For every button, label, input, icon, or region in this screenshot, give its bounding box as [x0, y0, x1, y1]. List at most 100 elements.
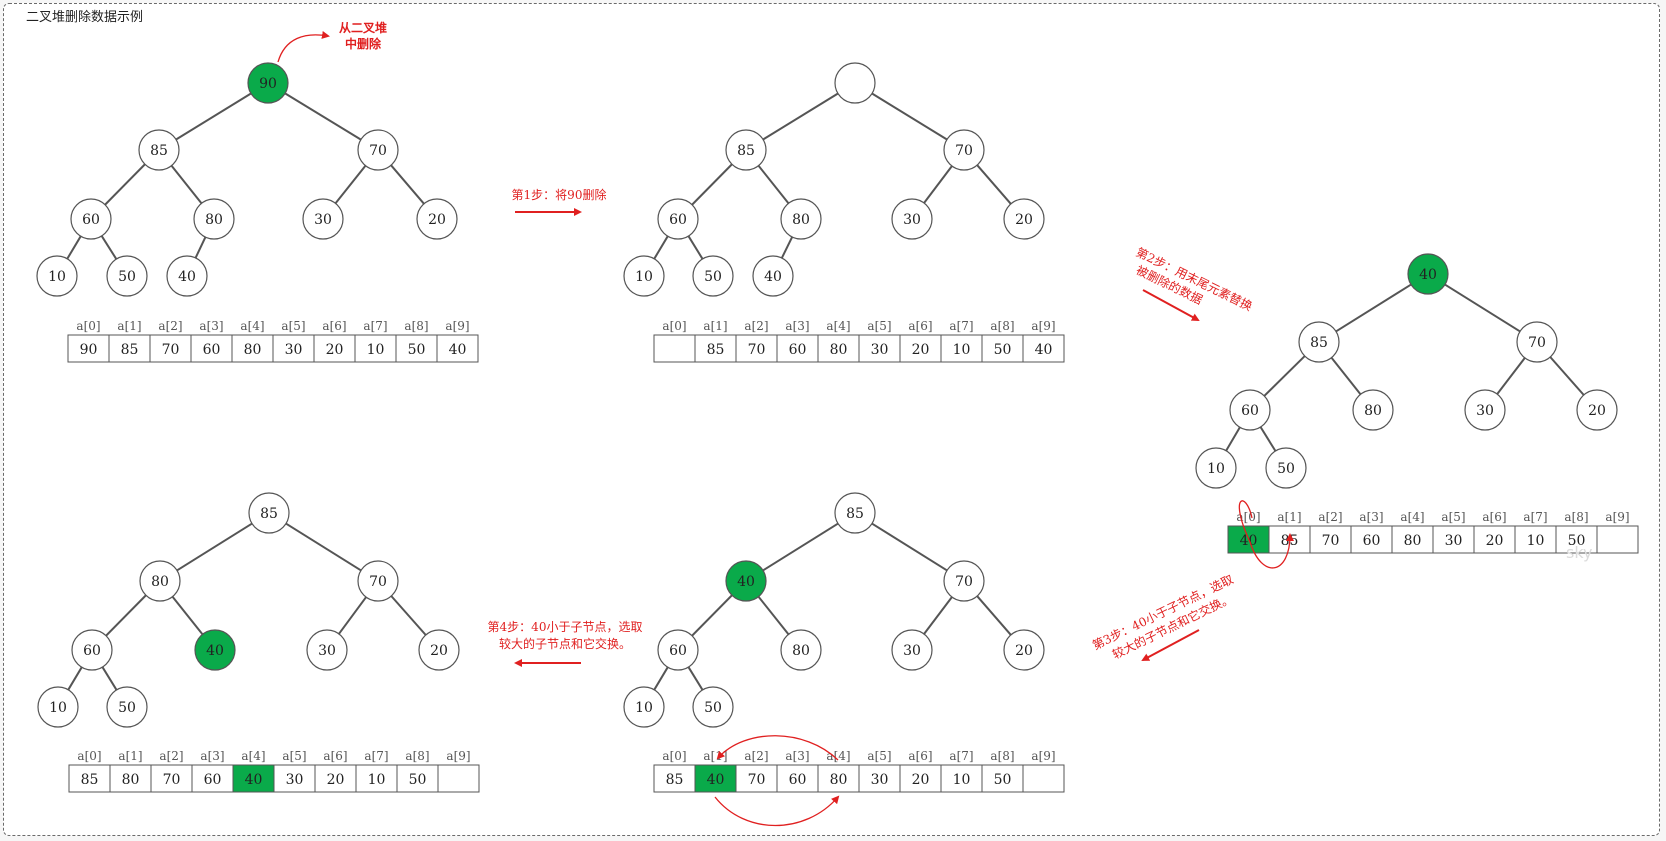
- array-cell: [191, 764, 234, 793]
- tree-edge: [390, 595, 427, 636]
- array-cell-value: 50: [994, 772, 1012, 788]
- tree-node: [1229, 389, 1271, 431]
- array-index-label: a[4]: [826, 319, 850, 333]
- array-index-label: a[5]: [867, 319, 891, 333]
- array-index-label: a[8]: [404, 319, 428, 333]
- array-index-label: a[5]: [867, 749, 891, 763]
- array-index-label: a[1]: [118, 749, 142, 763]
- array-cell-value: 40: [707, 772, 725, 788]
- tree-edge: [176, 522, 253, 572]
- array-cell: [940, 764, 983, 793]
- tree-node-value: 30: [318, 643, 336, 659]
- array-step2: a[0]40a[1]85a[2]70a[3]60a[4]80a[5]30a[6]…: [1227, 510, 1639, 554]
- array-cell: [437, 764, 480, 793]
- array-cell: [1555, 525, 1598, 554]
- tree-node-value: 40: [1419, 267, 1437, 283]
- array-cell: [67, 334, 110, 363]
- tree-edge: [653, 235, 669, 260]
- array-index-label: a[8]: [990, 749, 1014, 763]
- array-index-label: a[9]: [1605, 510, 1629, 524]
- tree-node-value: 20: [430, 643, 448, 659]
- array-index-label: a[3]: [1359, 510, 1383, 524]
- array-step4: a[0]85a[1]80a[2]70a[3]60a[4]40a[5]30a[6]…: [68, 749, 480, 793]
- tree-node: [692, 686, 734, 728]
- tree-node: [623, 255, 665, 297]
- array-cell: [981, 334, 1024, 363]
- array-index-label: a[7]: [363, 319, 387, 333]
- array-index-label: a[5]: [281, 319, 305, 333]
- tree-edge: [171, 596, 204, 635]
- tree-edge: [1259, 426, 1277, 452]
- tree-node: [725, 129, 767, 171]
- tree-node-value: 85: [260, 506, 278, 522]
- array-index-label: a[7]: [1523, 510, 1547, 524]
- tree-edge: [285, 522, 362, 572]
- tree-node: [166, 255, 208, 297]
- tree-edge: [100, 235, 118, 260]
- tree-edge: [762, 522, 839, 572]
- array-index-label: a[9]: [1031, 319, 1055, 333]
- watermark: sky: [1566, 543, 1593, 562]
- tree-node: [70, 198, 112, 240]
- tree-node-value: 85: [1310, 335, 1328, 351]
- step4-note-line1: 第4步：40小于子节点，选取: [488, 620, 643, 634]
- array-cell-value: 85: [707, 342, 725, 358]
- array-cell: [149, 334, 192, 363]
- tree-node: [139, 560, 181, 602]
- page-title: 二叉堆删除数据示例: [26, 10, 144, 25]
- array-index-label: a[0]: [662, 319, 686, 333]
- array-cell-value: 30: [286, 772, 304, 788]
- tree-edge: [1335, 283, 1412, 333]
- tree-edge: [757, 165, 790, 204]
- tree-node: [418, 629, 460, 671]
- tree-node: [416, 198, 458, 240]
- tree-node: [106, 255, 148, 297]
- tree-node-value: 50: [118, 269, 136, 285]
- tree-node-value: 30: [314, 212, 332, 228]
- tree-node: [780, 629, 822, 671]
- tree-node: [37, 686, 79, 728]
- array-index-label: a[2]: [159, 749, 183, 763]
- array-cell: [981, 764, 1024, 793]
- array-index-label: a[4]: [826, 749, 850, 763]
- array-cell: [1022, 334, 1065, 363]
- array-cell-value: 60: [203, 342, 221, 358]
- tree-node: [1576, 389, 1618, 431]
- tree-node-value: 10: [1207, 461, 1225, 477]
- tree-edge: [923, 165, 953, 204]
- array-step3: a[0]85a[1]40a[2]70a[3]60a[4]80a[5]30a[6]…: [653, 749, 1065, 793]
- array-cell-value: 10: [367, 342, 385, 358]
- tree-node-value: 80: [205, 212, 223, 228]
- array-cell: [858, 334, 901, 363]
- tree-node-value: 50: [704, 269, 722, 285]
- array-cell: [190, 334, 233, 363]
- array-cell: [314, 764, 357, 793]
- swap-loop-step2: [1238, 500, 1294, 569]
- tree-node-value: 10: [635, 269, 653, 285]
- tree-node-value: 80: [792, 643, 810, 659]
- array-cell: [899, 764, 942, 793]
- array-cell-value: 85: [121, 342, 139, 358]
- tree-node-value: 50: [704, 700, 722, 716]
- tree-node-value: 85: [737, 143, 755, 159]
- step3-note: 第3步：40小于子节点，选取 较大的子节点和它交换。: [1090, 572, 1235, 662]
- tree-node-value: 40: [764, 269, 782, 285]
- tree-edge: [338, 596, 367, 635]
- tree-node-value: 70: [369, 574, 387, 590]
- array-index-label: a[0]: [662, 749, 686, 763]
- tree-node: [1003, 198, 1045, 240]
- tree-node: [834, 62, 876, 104]
- array-index-label: a[9]: [445, 319, 469, 333]
- step1-note: 第1步：将90删除: [512, 187, 607, 202]
- array-cell-value: 50: [994, 342, 1012, 358]
- tree-node-value: 60: [1241, 403, 1259, 419]
- array-cell-value: 70: [748, 772, 766, 788]
- array-index-label: a[6]: [323, 749, 347, 763]
- array-index-label: a[2]: [744, 749, 768, 763]
- array-cell-value: 70: [162, 342, 180, 358]
- array-cell-value: 10: [368, 772, 386, 788]
- tree-node-value: 50: [1277, 461, 1295, 477]
- tree-node-value: 20: [1015, 643, 1033, 659]
